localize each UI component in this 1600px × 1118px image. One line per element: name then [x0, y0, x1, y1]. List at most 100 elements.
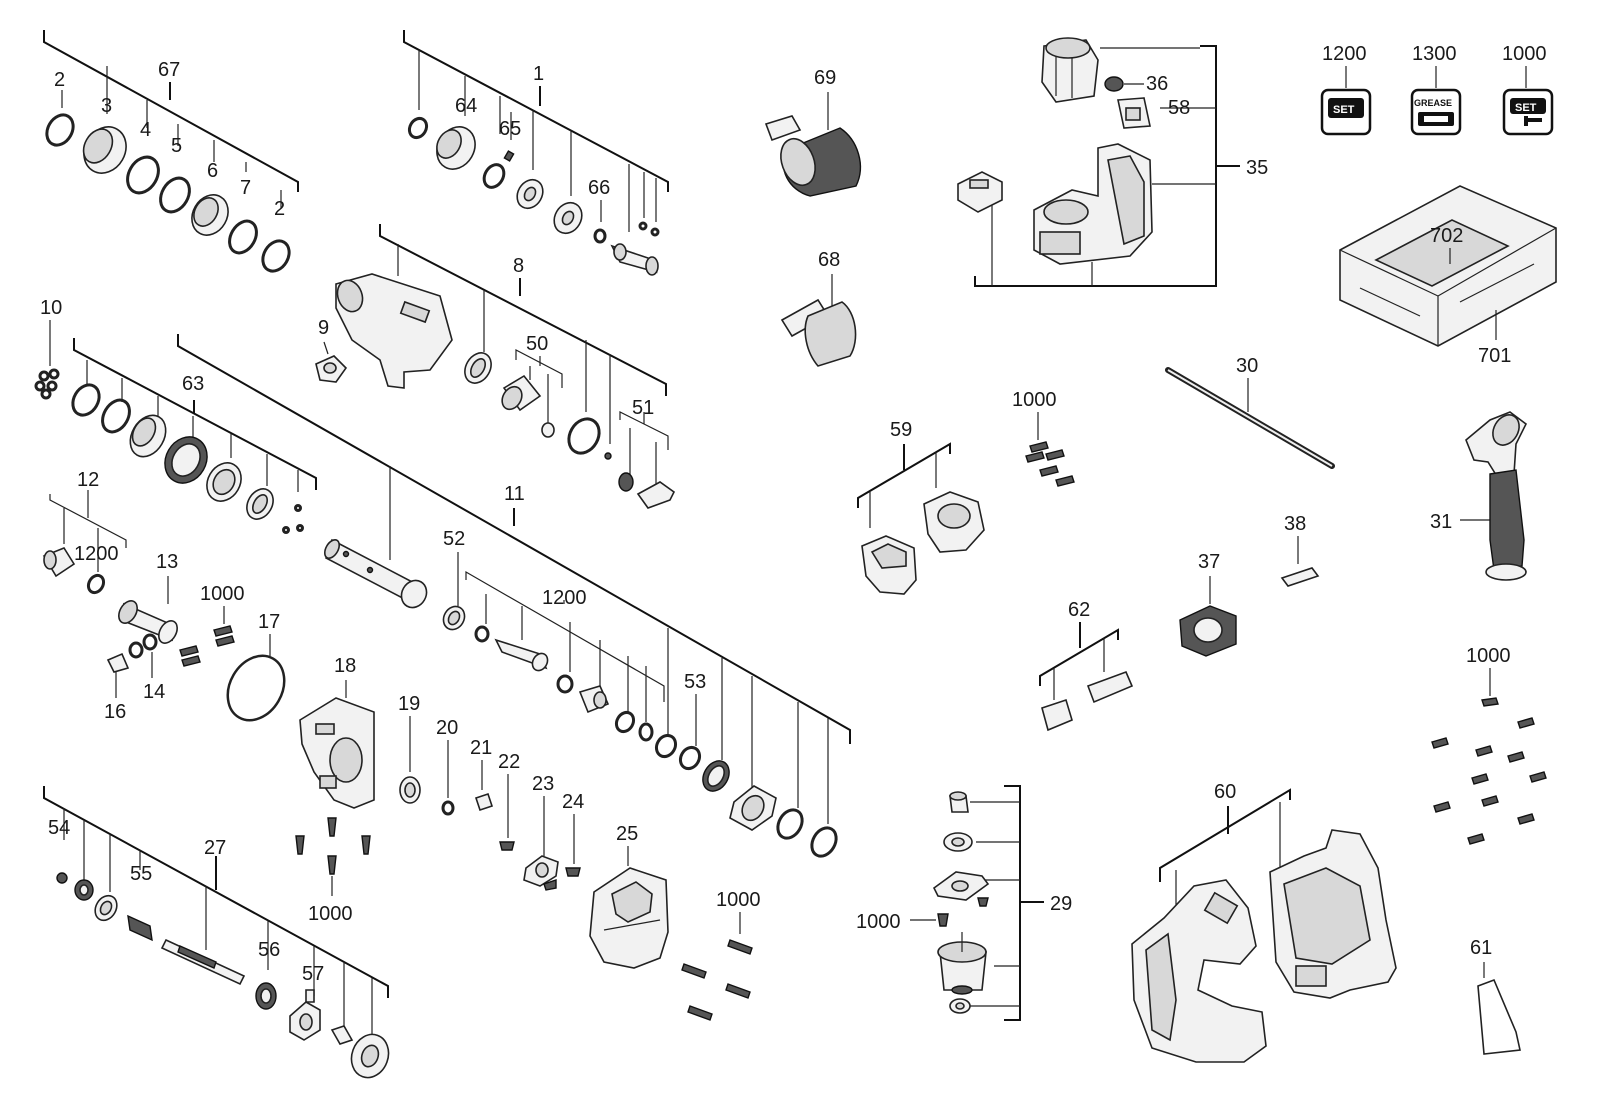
label-1200-mid: 1200: [542, 587, 587, 609]
group-8: 8 9 50: [315, 224, 676, 509]
ring-2a: [45, 113, 75, 147]
ball-54: [56, 872, 68, 884]
cylinder-11: [323, 538, 428, 609]
label-12: 12: [77, 469, 99, 491]
bushing-3: [82, 126, 127, 174]
bearing-29: [943, 832, 973, 852]
switch-58: [1117, 97, 1151, 129]
label-57: 57: [302, 963, 324, 985]
ring-top-1: [407, 116, 429, 140]
clutch-57: [289, 989, 321, 1041]
bearing-29-bottom: [949, 998, 971, 1014]
bearing-8: [464, 352, 492, 384]
label-10: 10: [40, 297, 62, 319]
label-13: 13: [156, 551, 178, 573]
label-25: 25: [616, 823, 638, 845]
gear-63: [164, 436, 208, 484]
label-4: 4: [140, 119, 151, 141]
label-27: 27: [204, 837, 226, 859]
label-61: 61: [1470, 937, 1492, 959]
label-1000-13: 1000: [200, 583, 245, 605]
set-icon: SET: [1320, 88, 1372, 136]
screws-13-1000: 1000: [179, 583, 245, 667]
label-63: 63: [182, 373, 204, 395]
group-12: 12 1200: [42, 469, 127, 595]
label-701: 701: [1478, 345, 1511, 367]
label-64: 64: [455, 95, 477, 117]
group-63: 63: [71, 338, 317, 534]
pin-65: [503, 150, 515, 162]
oring-52: [474, 625, 490, 643]
side-handle-31: 31: [1430, 411, 1528, 581]
flange-plate-11: [729, 785, 777, 831]
label-2a: 2: [54, 69, 65, 91]
housing-half-59b: [923, 491, 985, 553]
label-54: 54: [48, 817, 70, 839]
label-9: 9: [318, 317, 329, 339]
group-35: 35 36 58: [957, 37, 1268, 287]
bushing-55: [94, 894, 118, 922]
ring-8: [567, 417, 601, 455]
label-1200-top: 1200: [1322, 43, 1367, 65]
svg-text:SET: SET: [1515, 102, 1537, 114]
label-21: 21: [470, 737, 492, 759]
screws-18-1000: 1000: [295, 817, 371, 925]
ring-53c: [654, 733, 678, 759]
gear-37: 37: [1179, 551, 1237, 657]
gear-56: [255, 982, 277, 1010]
label-7: 7: [240, 177, 251, 199]
gear-ring-53: [702, 760, 730, 792]
housing-half-60b: [1269, 829, 1397, 999]
switch-62a: [1041, 698, 1073, 732]
gear-housing-35: [1033, 143, 1153, 265]
carry-case-701: 702 701: [1339, 185, 1557, 367]
motor-cover-25: 25: [589, 823, 669, 969]
label-62: 62: [1068, 599, 1090, 621]
shaft-27: [160, 938, 246, 986]
label-14: 14: [143, 681, 165, 703]
screw-set-icon: SET: [1502, 88, 1554, 136]
adapter-68: 68: [780, 249, 857, 367]
label-19: 19: [398, 693, 420, 715]
screw-22: 22: [498, 751, 520, 851]
ring-2b: [261, 239, 291, 273]
ring-53a: [614, 710, 636, 734]
screws-25-1000: 1000: [681, 889, 761, 1021]
chuck-69: 69: [764, 67, 861, 197]
label-30: 30: [1236, 355, 1258, 377]
gasket-17: 17: [226, 611, 286, 722]
label-65: 65: [499, 118, 521, 140]
label-68: 68: [818, 249, 840, 271]
label-52: 52: [443, 528, 465, 550]
label-24: 24: [562, 791, 584, 813]
label-53: 53: [684, 671, 706, 693]
label-66: 66: [588, 177, 610, 199]
ring-53b: [638, 722, 654, 742]
svg-text:SET: SET: [1333, 104, 1355, 116]
label-1000-25: 1000: [716, 889, 761, 911]
ball-1: [638, 221, 648, 231]
ring-65: [482, 163, 506, 189]
label-20: 20: [436, 717, 458, 739]
ring-20: 20: [436, 717, 458, 816]
washer-63: [246, 488, 274, 520]
label-1000-right: 1000: [1466, 645, 1511, 667]
label-22: 22: [498, 751, 520, 773]
pin-21: 21: [470, 737, 494, 812]
label-56: 56: [258, 939, 280, 961]
label-38: 38: [1284, 513, 1306, 535]
group-10: 10: [34, 297, 62, 400]
label-1300: 1300: [1412, 43, 1457, 65]
label-55: 55: [130, 863, 152, 885]
label-8: 8: [513, 255, 524, 277]
group-52: 52: [442, 528, 466, 631]
label-31: 31: [1430, 511, 1452, 533]
label-6: 6: [207, 160, 218, 182]
label-37: 37: [1198, 551, 1220, 573]
label-51: 51: [632, 397, 654, 419]
label-3: 3: [101, 95, 112, 117]
label-1: 1: [533, 63, 544, 85]
label-50: 50: [526, 333, 548, 355]
group-29: 29 1000: [856, 785, 1072, 1021]
